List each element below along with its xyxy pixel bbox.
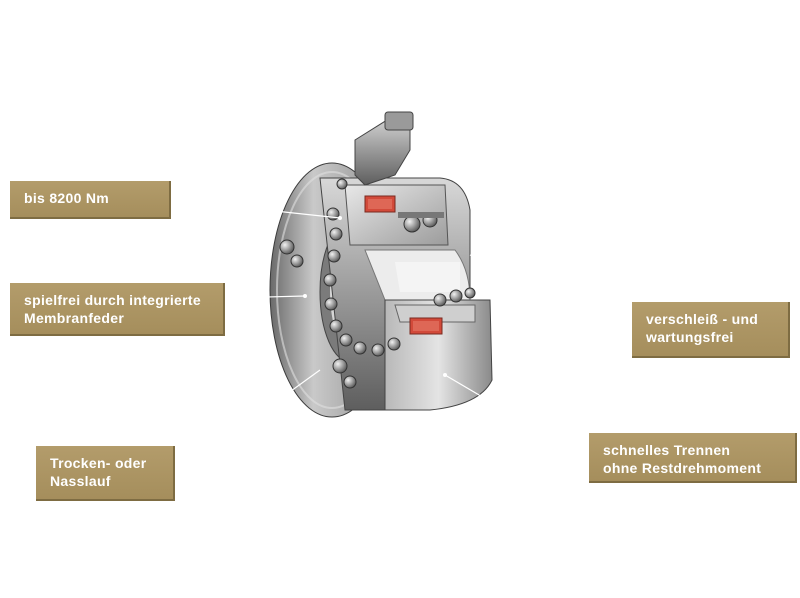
callout-torque-line1: bis 8200 Nm [24,190,110,206]
callout-disconnect-line2: ohne Restdrehmoment [603,460,762,476]
callout-fast-disconnect: schnelles Trennen ohne Restdrehmoment [589,433,797,483]
callout-wear-line1: verschleiß - und [646,311,759,327]
callout-lubrication-line2: Nasslauf [50,473,111,489]
callout-backlash-line2: Membranfeder [24,310,125,326]
callout-wear-free: verschleiß - und wartungsfrei [632,302,790,358]
callout-lubrication-line1: Trocken- oder [50,455,147,471]
callout-disconnect-line1: schnelles Trennen [603,442,731,458]
callout-backlash-line1: spielfrei durch integrierte [24,292,201,308]
callout-backlash-free: spielfrei durch integrierte Membranfeder [10,283,225,336]
callout-wear-line2: wartungsfrei [646,329,734,345]
callout-torque: bis 8200 Nm [10,181,171,219]
callout-lubrication: Trocken- oder Nasslauf [36,446,175,501]
